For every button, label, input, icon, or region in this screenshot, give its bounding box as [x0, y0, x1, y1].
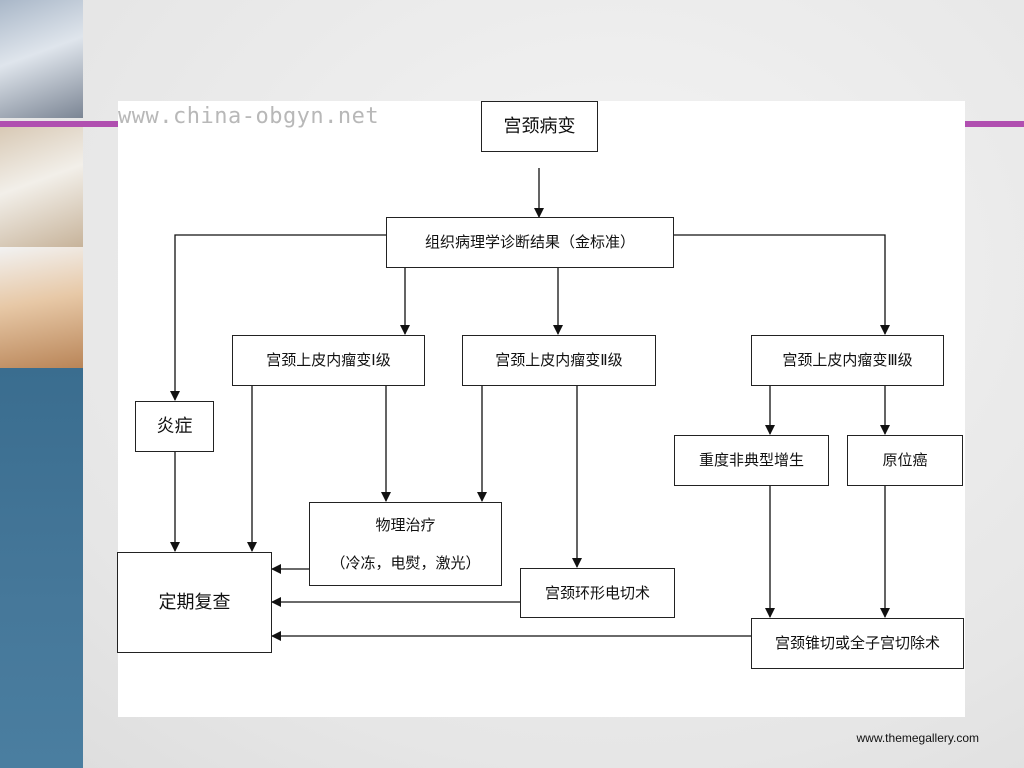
- accent-line-right: [965, 121, 1024, 127]
- doctor-photo-1: [0, 0, 83, 118]
- node-physical-therapy: 物理治疗 （冷冻，电熨，激光）: [309, 502, 502, 586]
- doctor-photo-2: [0, 127, 83, 247]
- physical-therapy-title: 物理治疗: [375, 515, 436, 534]
- patient-photo: [0, 247, 83, 368]
- node-surgery: 宫颈锥切或全子宫切除术: [751, 618, 964, 669]
- node-cin3: 宫颈上皮内瘤变Ⅲ级: [751, 335, 944, 386]
- footer-url: www.themegallery.com: [856, 731, 979, 745]
- node-cin1: 宫颈上皮内瘤变Ⅰ级: [232, 335, 425, 386]
- node-diagnosis: 组织病理学诊断结果（金标准）: [386, 217, 674, 268]
- accent-line-left: [0, 121, 118, 127]
- physical-therapy-detail: （冷冻，电熨，激光）: [330, 554, 481, 572]
- left-sidebar-bar: [0, 368, 83, 768]
- node-cin2: 宫颈上皮内瘤变Ⅱ级: [462, 335, 656, 386]
- node-inflammation: 炎症: [135, 401, 214, 452]
- node-carcinoma-in-situ: 原位癌: [847, 435, 963, 486]
- node-severe-dysplasia: 重度非典型增生: [674, 435, 829, 486]
- node-root: 宫颈病变: [481, 101, 598, 152]
- watermark-text: www.china-obgyn.net: [118, 104, 380, 129]
- node-followup: 定期复查: [117, 552, 272, 653]
- node-leep: 宫颈环形电切术: [520, 568, 675, 618]
